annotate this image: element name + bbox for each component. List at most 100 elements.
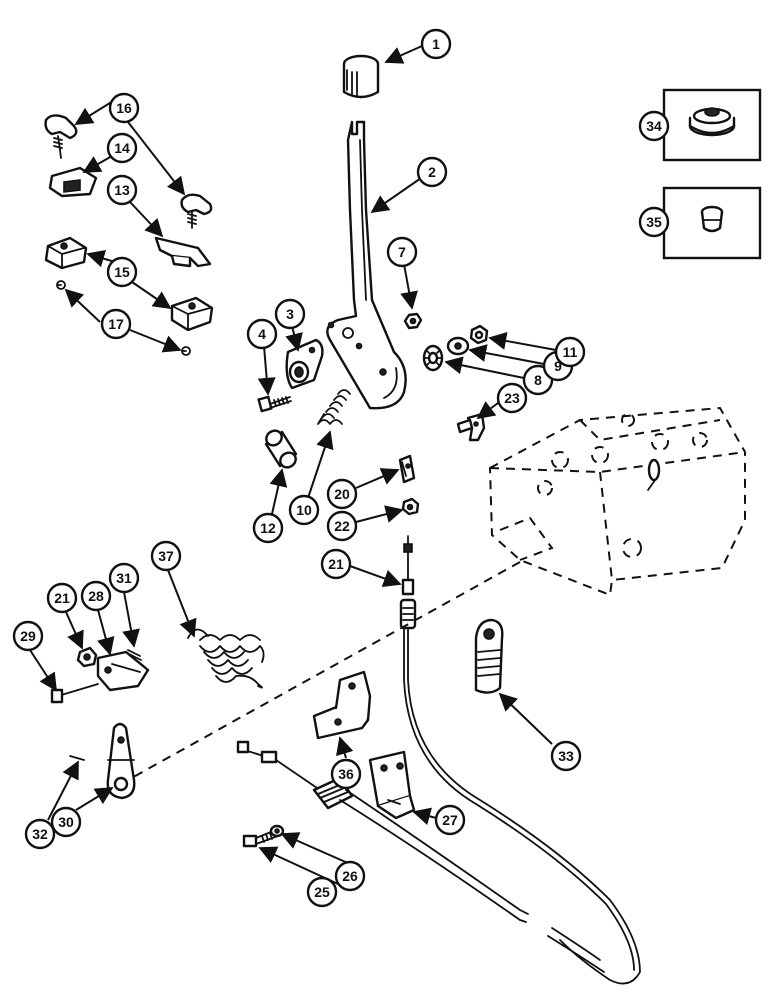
elbow-fitting-part [456,412,486,442]
inset-box-35 [662,186,762,260]
cable-bracket-part [368,750,416,820]
retainer-clip-part [56,280,66,290]
svg-text:22: 22 [334,518,350,534]
svg-text:26: 26 [342,868,358,884]
pivot-bracket-part [285,338,324,390]
clevis-bolt-part [50,683,99,704]
retainer-clip-part [181,346,191,356]
upper-clevis-part [398,454,416,484]
hex-nut-part [76,646,98,668]
callout-30: 30 [50,806,82,838]
callout-22: 22 [326,510,358,542]
svg-text:8: 8 [534,372,542,388]
valve-housing [488,406,746,597]
jam-nut-part [401,497,420,516]
callout-2: 2 [416,156,448,188]
callout-27: 27 [434,804,466,836]
mounting-bolt-part [242,829,279,848]
block-part [44,236,88,270]
callout-25: 25 [306,876,338,908]
callout-15: 15 [106,256,138,288]
control-lever-part [326,120,407,410]
svg-text:37: 37 [158,548,174,564]
spring-part [317,389,351,425]
callout-14: 14 [106,132,138,164]
svg-text:21: 21 [328,556,344,572]
mounting-bracket-part [312,670,372,740]
svg-text:30: 30 [58,814,74,830]
callout-33: 33 [550,740,582,772]
callout-3: 3 [274,298,306,330]
svg-text:2: 2 [428,164,436,180]
svg-text:12: 12 [260,520,276,536]
control-cable-part [399,535,641,985]
assembly-line [109,561,521,791]
svg-text:17: 17 [108,316,124,332]
callout-1: 1 [420,28,452,60]
callout-29: 29 [12,620,44,652]
callout-4: 4 [246,318,278,350]
nut-part [403,312,423,330]
callout-37: 37 [150,540,182,572]
svg-text:23: 23 [504,390,520,406]
svg-text:14: 14 [114,140,130,156]
svg-text:11: 11 [563,344,578,360]
hex-nut-part [469,324,489,345]
svg-text:28: 28 [88,588,104,604]
clip-part [48,166,98,198]
callout-21-left: 21 [46,582,78,614]
clip-plate-part [154,236,212,268]
svg-text:32: 32 [32,826,48,842]
svg-text:36: 36 [338,766,354,782]
callout-12: 12 [252,512,284,544]
svg-text:29: 29 [20,628,36,644]
callout-28: 28 [80,580,112,612]
callout-21-upper: 21 [320,548,352,580]
lock-washer-part [422,344,444,372]
svg-text:21: 21 [54,590,70,606]
callout-7: 7 [386,236,418,268]
block-part [170,296,214,332]
svg-text:4: 4 [258,326,266,342]
svg-text:7: 7 [398,244,406,260]
knob-part [342,54,380,99]
callout-26: 26 [334,860,366,892]
svg-text:3: 3 [286,306,294,322]
callout-35: 35 [638,206,670,238]
callout-10: 10 [288,494,320,526]
bolt-part [257,395,292,413]
lower-cable-part [236,740,605,973]
svg-text:9: 9 [554,358,562,374]
callout-23: 23 [496,382,528,414]
return-spring-part [187,628,265,689]
thumb-screw-part [180,193,213,229]
svg-text:16: 16 [116,100,132,116]
callout-11: 11 [554,336,586,368]
svg-text:33: 33 [558,748,574,764]
svg-text:1: 1 [432,36,440,52]
thumb-screw-part [44,114,78,159]
callout-31: 31 [108,562,140,594]
callout-36: 36 [330,758,362,790]
svg-text:25: 25 [314,884,330,900]
clevis-part [96,650,150,692]
svg-text:20: 20 [334,486,350,502]
svg-text:34: 34 [646,118,662,134]
callout-34: 34 [638,110,670,142]
callout-32: 32 [24,818,56,850]
callout-20: 20 [326,478,358,510]
callout-13: 13 [106,174,138,206]
svg-text:27: 27 [442,812,458,828]
svg-text:15: 15 [114,264,130,280]
svg-text:10: 10 [296,502,312,518]
callout-16: 16 [108,92,140,124]
callout-17: 17 [100,308,132,340]
roll-pin-part [69,755,85,761]
washer-part [269,824,285,838]
bushing-part [264,429,298,469]
flat-washer-part [446,336,470,356]
svg-text:13: 13 [114,182,130,198]
inset-box-34 [662,88,762,162]
svg-text:35: 35 [646,214,662,230]
